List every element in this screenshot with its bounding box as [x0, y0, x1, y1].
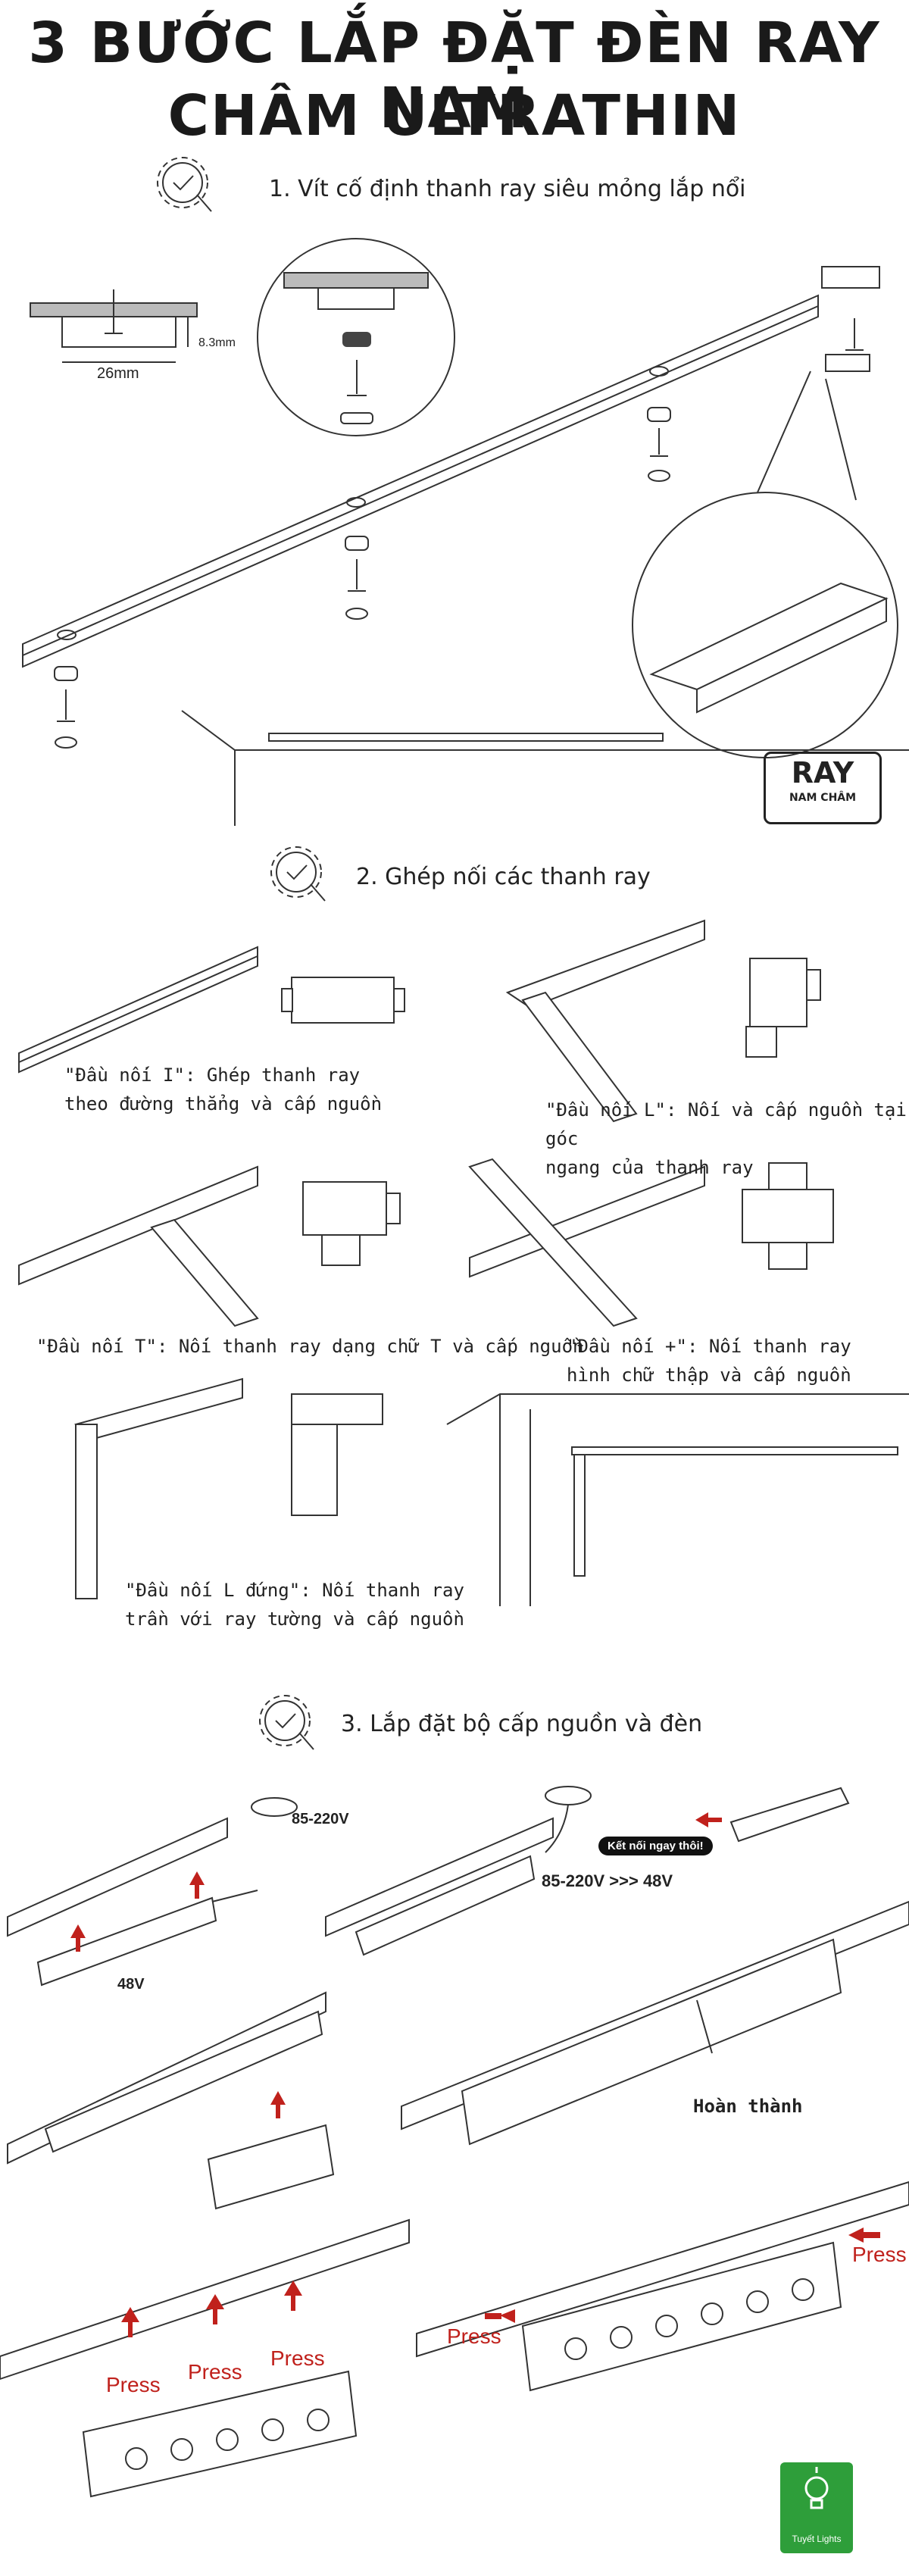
connect-now-badge: Kết nối ngay thôi! — [598, 1837, 713, 1855]
gear-check-icon-1 — [157, 157, 212, 212]
step-3-title: 3. Lắp đặt bộ cấp nguồn và đèn — [341, 1711, 703, 1737]
step-2-illustration — [18, 919, 909, 1606]
caption-connector-l: "Đầu nối L": Nối và cấp nguồn tại góc ng… — [545, 1099, 907, 1178]
step-3-illustration — [0, 1786, 909, 2498]
logo-top-text: RAY — [791, 756, 854, 789]
brand-logo — [780, 2462, 853, 2553]
dim-height-label: 8.3mm — [198, 336, 236, 349]
press-label-3: Press — [270, 2346, 325, 2370]
press-label-2: Press — [188, 2360, 242, 2384]
logo-bottom-text: NAM CHÂM — [789, 792, 857, 804]
step-2-title: 2. Ghép nối các thanh ray — [356, 864, 651, 890]
voltage-output-label: 48V — [117, 1976, 145, 1993]
page-title-line-1: 3 BƯỚC LẮP ĐẶT ĐÈN RAY NAM — [28, 11, 881, 141]
caption-connector-t: "Đầu nối T": Nối thanh ray dạng chữ T và… — [36, 1336, 584, 1357]
gear-check-icon-3 — [259, 1695, 314, 1750]
press-label-5: Press — [852, 2243, 907, 2266]
voltage-conversion-label: 85-220V >>> 48V — [542, 1871, 673, 1890]
caption-connector-l-vertical: "Đầu nối L đứng": Nối thanh ray trần với… — [125, 1580, 464, 1630]
brand-name: Tuyết Lights — [792, 2534, 842, 2544]
page-title-line-2: CHÂM ULTRATHIN — [167, 83, 742, 148]
dim-width-label: 26mm — [97, 365, 139, 382]
step-1-illustration — [22, 238, 909, 826]
ray-nam-cham-logo: RAY NAM CHÂM — [764, 752, 882, 824]
step-1-title: 1. Vít cố định thanh ray siêu mỏng lắp n… — [269, 176, 746, 202]
voltage-input-label: 85-220V — [292, 1811, 349, 1827]
caption-connector-plus: "Đầu nối +": Nối thanh ray hình chữ thập… — [567, 1336, 851, 1386]
lightbulb-icon — [804, 2467, 829, 2509]
press-label-4: Press — [447, 2324, 501, 2348]
press-label-1: Press — [106, 2373, 161, 2396]
caption-connector-i: "Đầu nối I": Ghép thanh ray theo đường t… — [64, 1064, 383, 1114]
gear-check-icon-2 — [270, 846, 326, 902]
done-label: Hoàn thành — [693, 2096, 803, 2117]
